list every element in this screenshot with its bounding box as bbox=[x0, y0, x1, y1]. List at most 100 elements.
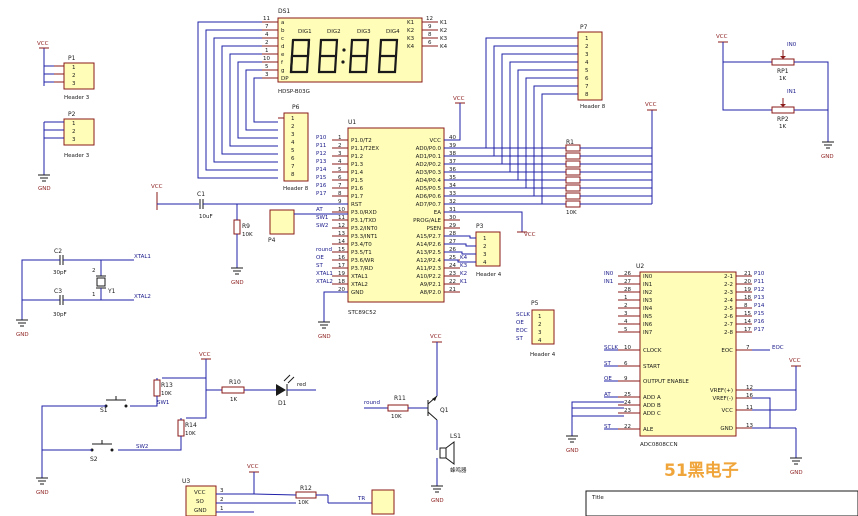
capacitor-c3[interactable]: C3 30pF bbox=[53, 288, 67, 318]
seven-segment-display[interactable]: DS1 DIG1 DIG2 DIG3 DIG4 HDSP-B03G bbox=[262, 8, 448, 95]
adc-pin-num: 10 bbox=[624, 345, 631, 351]
mcu-pin-name: P1.1/T2EX bbox=[351, 146, 379, 152]
header-p5[interactable]: P5 SCLK OE EOC ST 1 2 3 4 Header 4 bbox=[516, 300, 556, 358]
capacitor-c1[interactable]: C1 10uF bbox=[197, 191, 213, 220]
header-p7[interactable]: P7 1 2 3 4 5 6 7 8 Header 8 bbox=[577, 24, 606, 110]
svg-text:R13: R13 bbox=[161, 382, 173, 389]
svg-text:10K: 10K bbox=[298, 500, 309, 506]
header-p1[interactable]: P1 1 2 3 Header 3 bbox=[54, 55, 95, 101]
resistor-r13[interactable]: R13 10K bbox=[153, 379, 173, 397]
header-p4[interactable]: P4 bbox=[268, 209, 348, 244]
adc-net-label: SCLK bbox=[604, 345, 618, 351]
svg-text:Header 8: Header 8 bbox=[283, 186, 309, 192]
adc-adc0808[interactable]: U2 ADC0808CCN bbox=[636, 263, 737, 448]
mcu-pin-num: 21 bbox=[449, 287, 456, 293]
svg-text:GND: GND bbox=[38, 186, 51, 192]
adc-pin-num: 5 bbox=[624, 327, 628, 333]
svg-text:1: 1 bbox=[72, 121, 76, 127]
svg-text:K3: K3 bbox=[440, 36, 448, 42]
crystal-y1[interactable]: 2 1 Y1 bbox=[92, 260, 116, 300]
adc-pin-name: IN7 bbox=[643, 330, 653, 336]
svg-text:1: 1 bbox=[538, 314, 542, 320]
adc-pin-num: 2 bbox=[624, 303, 628, 309]
svg-text:P2: P2 bbox=[68, 111, 76, 118]
mcu-stc89c52[interactable]: U1 STC89C52 bbox=[347, 119, 445, 316]
svg-text:SO: SO bbox=[196, 499, 204, 505]
mcu-pin-name: A15/P2.7 bbox=[416, 234, 441, 240]
mcu-net-label: P16 bbox=[316, 183, 327, 189]
svg-text:IN0: IN0 bbox=[787, 42, 797, 48]
adc-pin-name: GND bbox=[720, 426, 733, 432]
mcu-pin-name: AD4/P0.4 bbox=[416, 178, 442, 184]
svg-text:GND: GND bbox=[566, 448, 579, 454]
header-p2[interactable]: P2 1 2 3 Header 3 bbox=[43, 111, 95, 175]
svg-text:K2: K2 bbox=[407, 28, 414, 34]
potentiometer-rp1[interactable]: IN0 RP1 1K bbox=[771, 42, 797, 82]
resistor-r10[interactable]: R10 1K bbox=[221, 379, 245, 403]
adc-net-label: P16 bbox=[754, 319, 765, 325]
svg-text:RP1: RP1 bbox=[777, 68, 789, 75]
adc-pin-num: 25 bbox=[624, 392, 631, 398]
svg-text:3: 3 bbox=[483, 252, 487, 258]
svg-text:Header 4: Header 4 bbox=[530, 352, 556, 358]
adc-pin-name: IN6 bbox=[643, 322, 653, 328]
svg-text:DP: DP bbox=[281, 76, 289, 82]
mcu-left-pins: P1.0/T21P10P1.1/T2EX2P11P1.23P12P1.34P13… bbox=[316, 135, 379, 296]
transistor-q1[interactable]: Q1 bbox=[427, 395, 449, 421]
mcu-pin-name: P1.2 bbox=[351, 154, 363, 160]
mcu-pin-num: 10 bbox=[338, 207, 345, 213]
mcu-net-label: P12 bbox=[316, 151, 326, 157]
svg-text:GND: GND bbox=[790, 470, 803, 476]
resistor-r14[interactable]: R14 10K bbox=[177, 419, 197, 437]
svg-text:ST: ST bbox=[516, 336, 523, 342]
header-p1-type: Header 3 bbox=[64, 95, 90, 101]
resistor-pack-r1[interactable]: R1 10K bbox=[565, 110, 653, 216]
adc-pin-num: 15 bbox=[744, 311, 751, 317]
led-d1[interactable]: D1 red bbox=[276, 374, 306, 407]
mcu-net-label: K4 bbox=[460, 255, 468, 261]
pushbutton-s1[interactable]: S1 bbox=[100, 396, 128, 414]
header-p6[interactable]: P6 1 2 3 4 5 6 7 8 Header 8 bbox=[278, 104, 309, 192]
resistor-r12[interactable]: R12 10K TR bbox=[253, 485, 395, 515]
svg-text:10: 10 bbox=[263, 56, 270, 62]
adc-net-label: ST bbox=[604, 361, 611, 367]
svg-text:GND: GND bbox=[431, 498, 444, 504]
pushbutton-s2[interactable]: S2 bbox=[90, 440, 114, 463]
mcu-pin-num: 7 bbox=[338, 183, 342, 189]
svg-text:1: 1 bbox=[265, 48, 269, 54]
svg-text:4: 4 bbox=[265, 32, 269, 38]
svg-text:S2: S2 bbox=[90, 456, 98, 463]
mcu-pin-num: 13 bbox=[338, 231, 345, 237]
svg-text:2: 2 bbox=[72, 129, 76, 135]
mcu-pin-num: 9 bbox=[338, 199, 342, 205]
digit-dig1: DIG1 bbox=[289, 29, 312, 74]
svg-text:10uF: 10uF bbox=[199, 214, 213, 220]
header-p3[interactable]: P3 1 2 3 4 Header 4 bbox=[444, 223, 502, 278]
svg-text:Header 8: Header 8 bbox=[580, 104, 606, 110]
svg-text:VCC: VCC bbox=[151, 184, 163, 190]
svg-text:5: 5 bbox=[585, 68, 589, 74]
mcu-pin-num: 35 bbox=[449, 175, 456, 181]
capacitor-c2[interactable]: C2 30pF bbox=[53, 248, 67, 276]
mcu-pin-name: AD2/P0.2 bbox=[416, 162, 441, 168]
svg-text:8: 8 bbox=[585, 92, 589, 98]
svg-text:S1: S1 bbox=[100, 407, 108, 414]
potentiometer-rp2[interactable]: IN1 RP2 1K bbox=[771, 89, 796, 130]
mcu-pin-num: 3 bbox=[338, 151, 342, 157]
mcu-pin-name: A9/P2.1 bbox=[420, 282, 441, 288]
adc-net-label: P17 bbox=[754, 327, 765, 333]
adc-pin-name: IN2 bbox=[643, 290, 652, 296]
svg-text:f: f bbox=[281, 60, 284, 66]
svg-text:1: 1 bbox=[72, 65, 76, 71]
buzzer-ls1[interactable]: LS1 蜂鸣器 bbox=[439, 433, 467, 474]
svg-text:R11: R11 bbox=[394, 395, 406, 402]
led-circuit: VCC R10 1K D1 red bbox=[199, 352, 316, 407]
mcu-pin-name: P3.2/INT0 bbox=[351, 226, 378, 232]
svg-text:3: 3 bbox=[265, 72, 269, 78]
svg-text:P7: P7 bbox=[580, 24, 588, 31]
resistor-r11[interactable]: R11 10K bbox=[387, 395, 409, 420]
svg-text:7: 7 bbox=[585, 84, 589, 90]
adc-pin-name: VREF(-) bbox=[713, 396, 734, 402]
mcu-net-label: P14 bbox=[316, 167, 327, 173]
sensor-u3[interactable]: U3 VCC SO GND 3 2 1 VCC bbox=[182, 464, 296, 516]
